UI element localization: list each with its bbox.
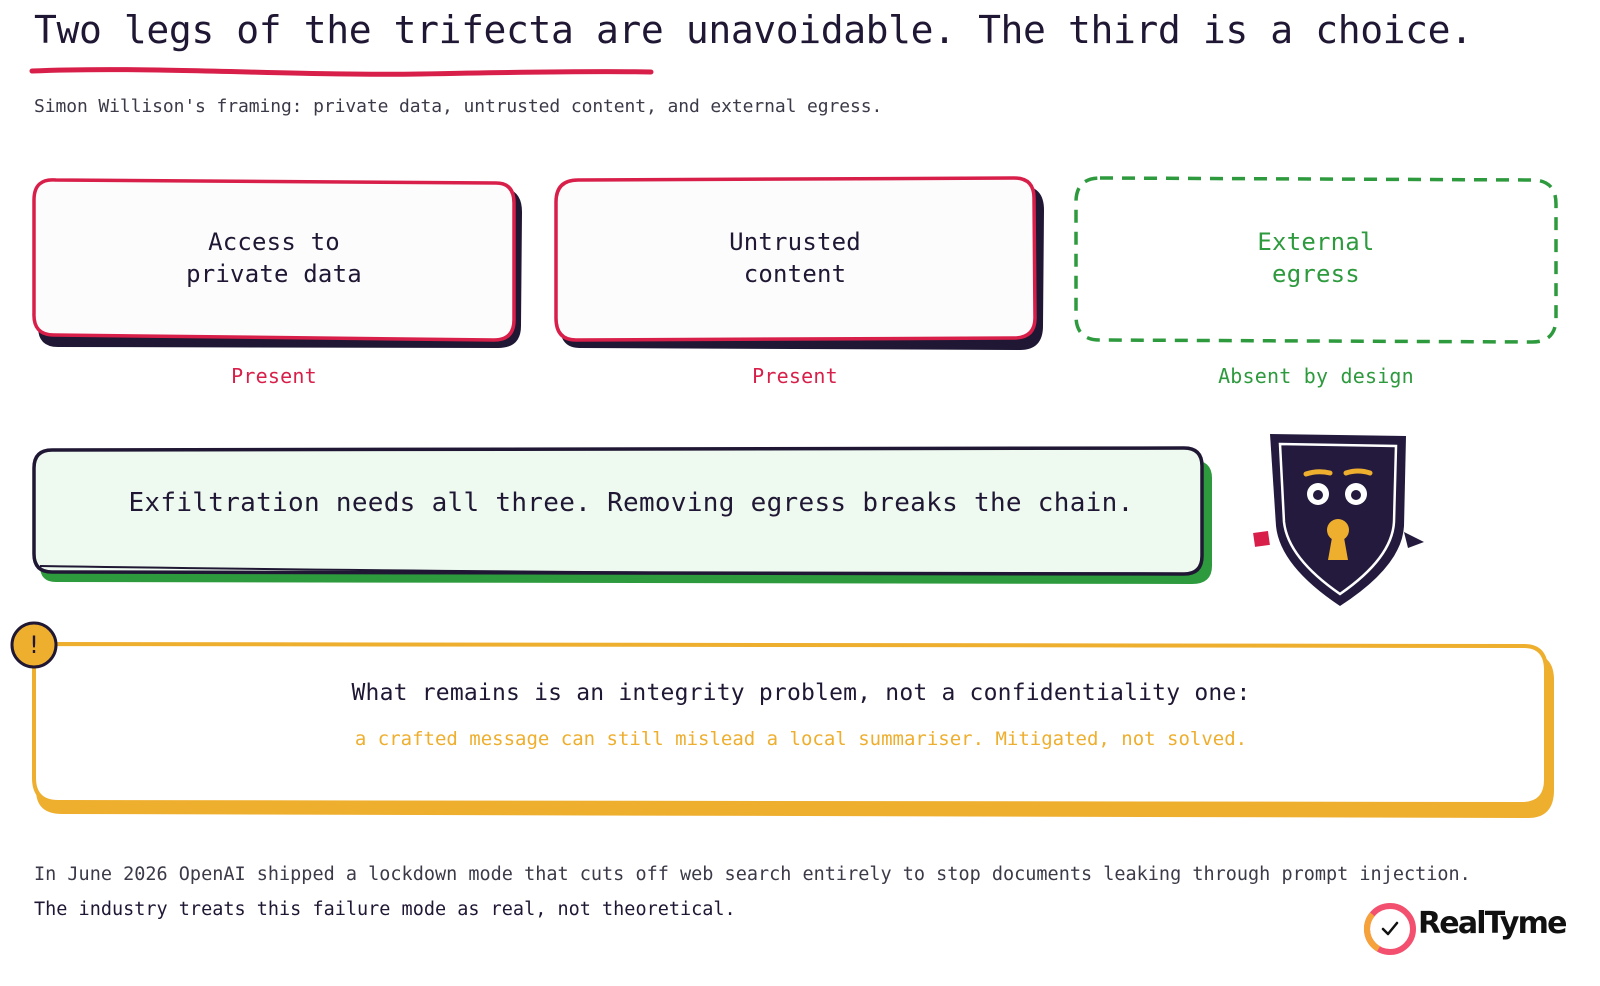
footer-line-1: In June 2026 OpenAI shipped a lockdown m… xyxy=(34,864,1471,885)
warning-main-text: What remains is an integrity problem, no… xyxy=(351,680,1251,706)
leg-label-private-data: Access to private data xyxy=(186,228,362,288)
leg-card-private-data xyxy=(32,178,522,348)
shield-lock-icon xyxy=(1253,434,1424,606)
warning-icon: ! xyxy=(26,631,42,659)
chain-note: Exfiltration needs all three. Removing e… xyxy=(128,488,1134,518)
headline: Two legs of the trifecta are unavoidable… xyxy=(34,8,1473,52)
leg-card-untrusted-content xyxy=(554,176,1044,350)
leg-status-private-data: Present xyxy=(231,364,317,388)
leg-card-external-egress xyxy=(1074,176,1558,344)
leg-status-untrusted-content: Present xyxy=(752,364,838,388)
footer-line-2: The industry treats this failure mode as… xyxy=(34,899,736,920)
warning-badge xyxy=(10,621,58,669)
leg-label-untrusted-content: Untrusted content xyxy=(729,228,861,288)
leg-label-external-egress: External egress xyxy=(1257,228,1375,288)
warning-sub-text: a crafted message can still mislead a lo… xyxy=(354,728,1248,750)
headline-underline xyxy=(29,67,654,77)
brand-logo xyxy=(1364,903,1416,955)
leg-status-external-egress: Absent by design xyxy=(1218,364,1414,388)
chain-box xyxy=(32,446,1212,584)
subtitle: Simon Willison's framing: private data, … xyxy=(34,96,883,117)
brand-name: RealTyme xyxy=(1418,906,1567,941)
check-icon xyxy=(1381,921,1399,936)
